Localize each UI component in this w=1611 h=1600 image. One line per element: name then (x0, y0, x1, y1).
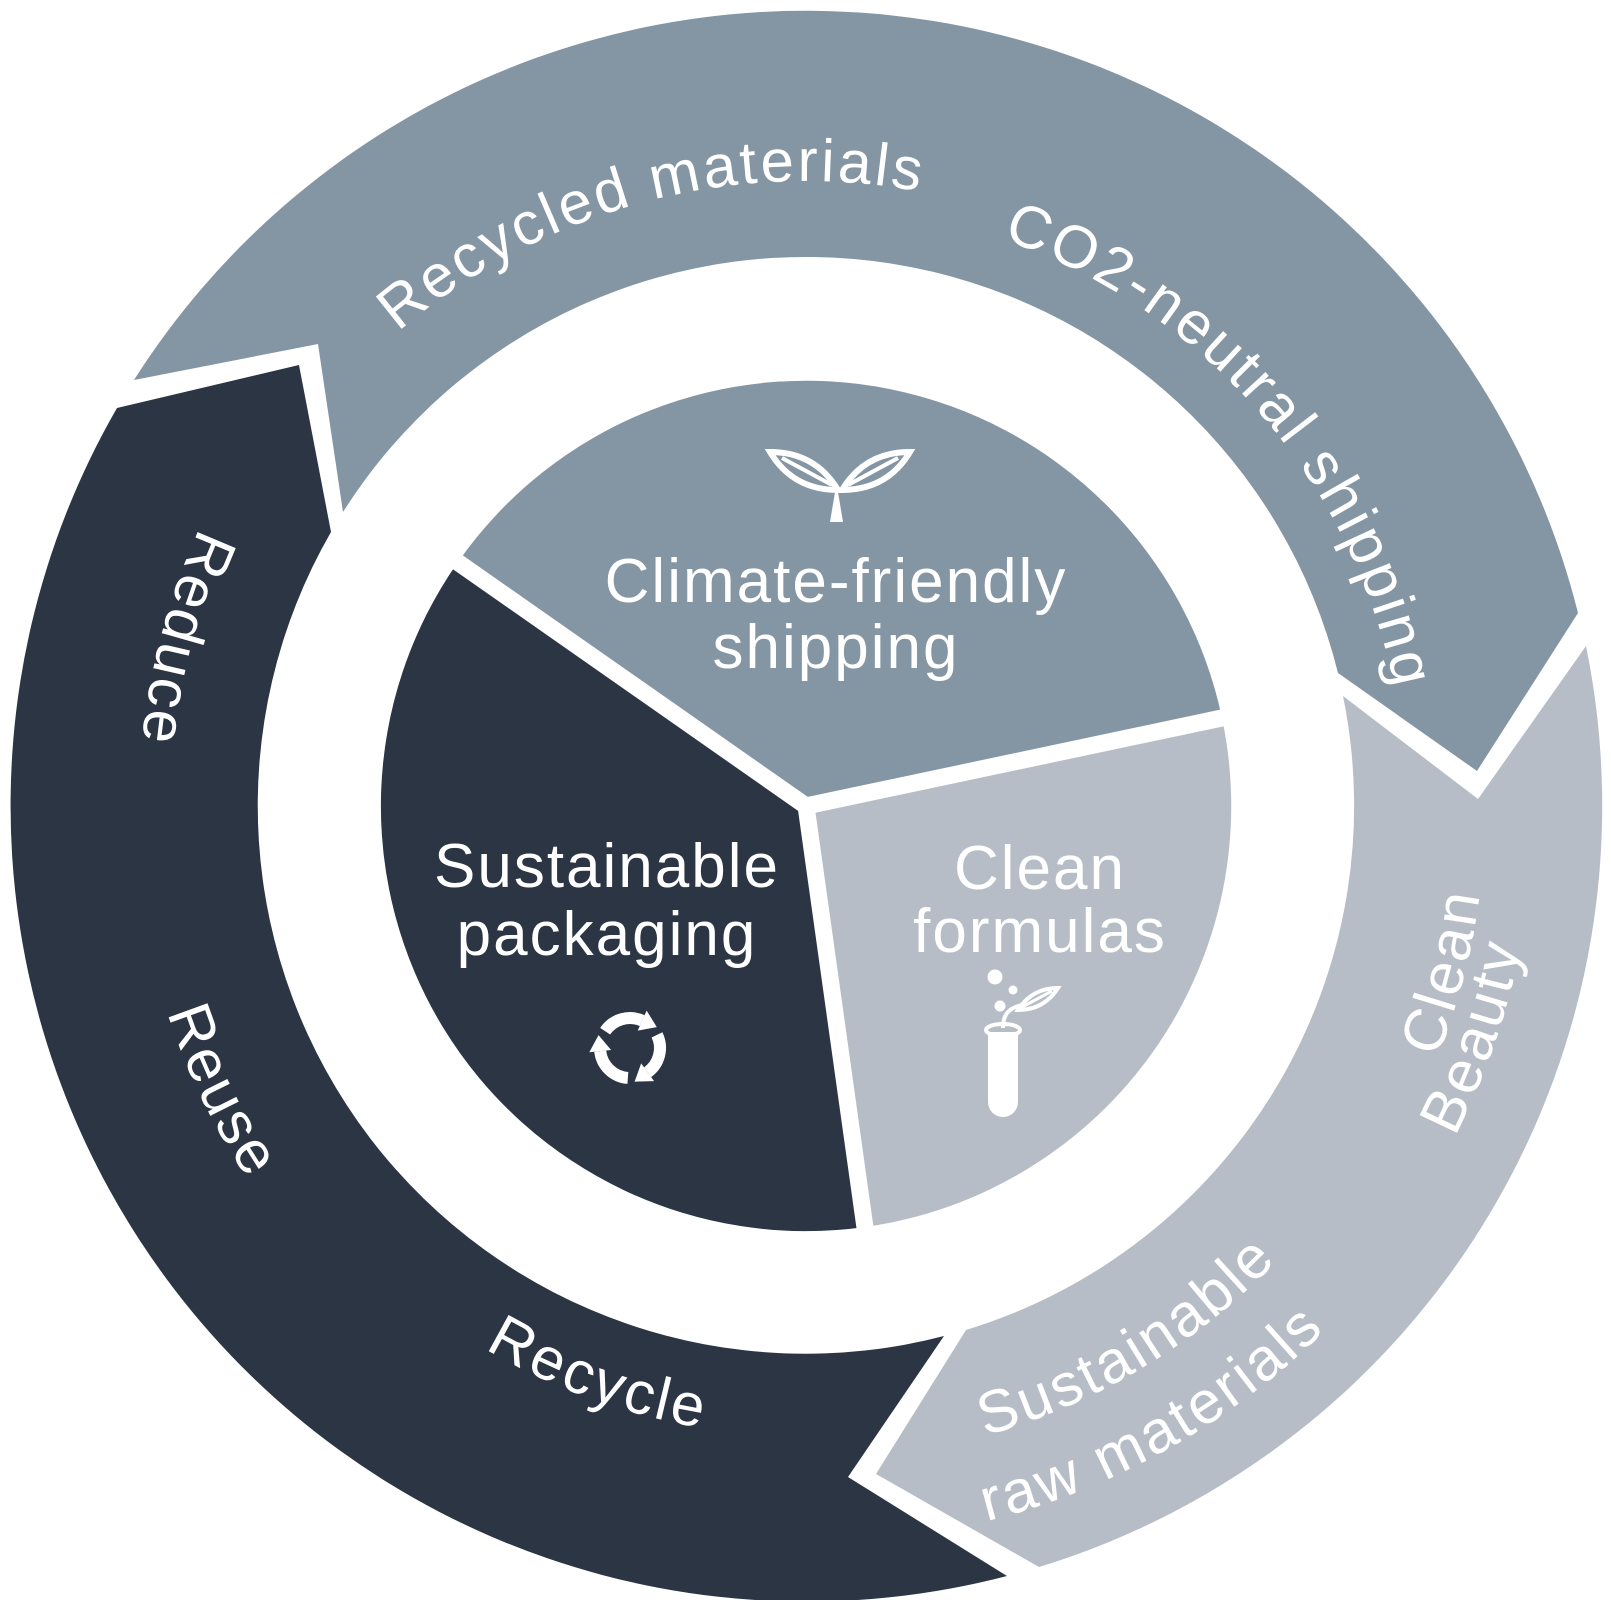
inner-label-formulas-line1: Clean (954, 834, 1126, 903)
inner-label-packaging-line2: packaging (457, 900, 758, 969)
inner-label-climate-line1: Climate-friendly (605, 547, 1068, 616)
inner-label-climate-line2: shipping (713, 613, 960, 682)
test-tube-icon (984, 969, 1062, 1117)
sector-divider (441, 547, 811, 813)
recycle-arrows-icon (589, 1010, 666, 1084)
outer-segment-clean-beauty (876, 646, 1603, 1567)
inner-sector-sustainable-packaging (380, 562, 865, 1232)
inner-sector-climate-friendly-shipping (458, 380, 1222, 806)
inner-label-formulas-line2: formulas (913, 897, 1167, 966)
inner-sector-clean-formulas (806, 718, 1232, 1227)
seedling-icon (764, 448, 916, 522)
sector-divider (797, 804, 876, 1244)
outer-segment-packaging (10, 365, 1007, 1600)
inner-label-packaging-line1: Sustainable (434, 832, 780, 901)
sector-divider (804, 706, 1238, 815)
outer-segment-climate-shipping (134, 10, 1578, 771)
